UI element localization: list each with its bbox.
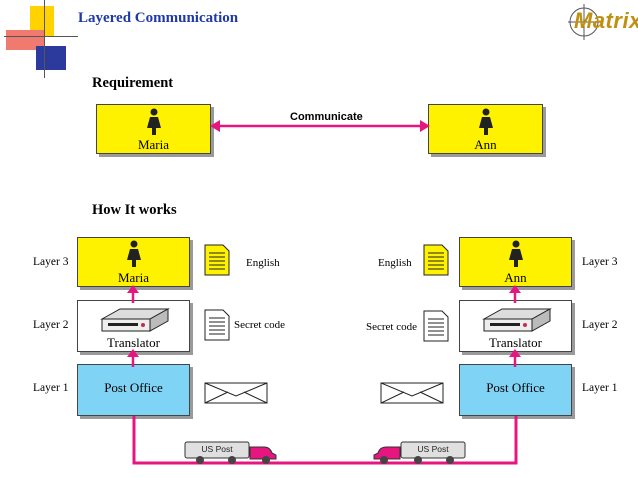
person-icon (127, 240, 141, 267)
left-truck-label: US Post (201, 444, 233, 454)
slide-title: Layered Communication (78, 10, 239, 26)
english-document-icon (423, 244, 449, 276)
right-layer3-label: Layer 3 (582, 256, 618, 268)
left-layer3-label: Layer 3 (33, 256, 69, 268)
requirement-ann-box: Ann (428, 104, 543, 154)
right-post-office-box: Post Office (459, 364, 572, 416)
right-truck-label: US Post (417, 444, 449, 454)
right-envelope-icon (380, 382, 444, 404)
left-up-arrow-2 (127, 349, 139, 367)
right-translator-label: Translator (489, 335, 542, 350)
english-document-icon (204, 244, 230, 276)
requirement-maria-box: Maria (96, 104, 211, 154)
right-layer2-label: Layer 2 (582, 319, 618, 331)
secret-code-document-icon (204, 309, 230, 341)
person-icon (479, 108, 493, 135)
ann-label: Ann (474, 137, 497, 152)
right-ann-label: Ann (504, 270, 527, 285)
matrix-logo: Matrix (568, 2, 638, 42)
left-english-label: English (246, 257, 280, 269)
left-layer1-label: Layer 1 (33, 382, 69, 394)
truck-icon (184, 441, 277, 464)
truck-icon (373, 441, 466, 464)
requirement-heading: Requirement (92, 75, 174, 91)
left-translator-label: Translator (107, 335, 160, 350)
person-icon (509, 240, 523, 267)
right-secret-code-label: Secret code (366, 321, 417, 333)
right-post-office-label: Post Office (486, 380, 545, 395)
communicate-arrow (210, 120, 430, 132)
logo-text: Matrix (574, 8, 638, 33)
how-heading: How It works (92, 202, 177, 218)
right-translator-box: Translator (459, 300, 572, 352)
right-ann-box: Ann (459, 237, 572, 287)
left-post-office-label: Post Office (104, 380, 163, 395)
right-english-label: English (378, 257, 412, 269)
maria-label: Maria (137, 137, 170, 152)
translator-machine-icon (100, 308, 170, 332)
right-up-arrow-2 (509, 349, 521, 367)
left-maria-label: Maria (117, 270, 150, 285)
left-envelope-icon (204, 382, 268, 404)
translator-machine-icon (482, 308, 552, 332)
left-secret-code-label: Secret code (234, 319, 285, 331)
right-layer1-label: Layer 1 (582, 382, 618, 394)
left-up-arrow (127, 285, 139, 303)
right-post-truck: US Post (370, 441, 466, 465)
right-up-arrow (509, 285, 521, 303)
communicate-label: Communicate (290, 111, 363, 123)
left-layer2-label: Layer 2 (33, 319, 69, 331)
person-icon (147, 108, 161, 135)
left-post-office-box: Post Office (77, 364, 190, 416)
corner-decoration (0, 0, 80, 80)
left-post-truck: US Post (184, 441, 280, 465)
secret-code-document-icon (423, 310, 449, 342)
left-maria-box: Maria (77, 237, 190, 287)
